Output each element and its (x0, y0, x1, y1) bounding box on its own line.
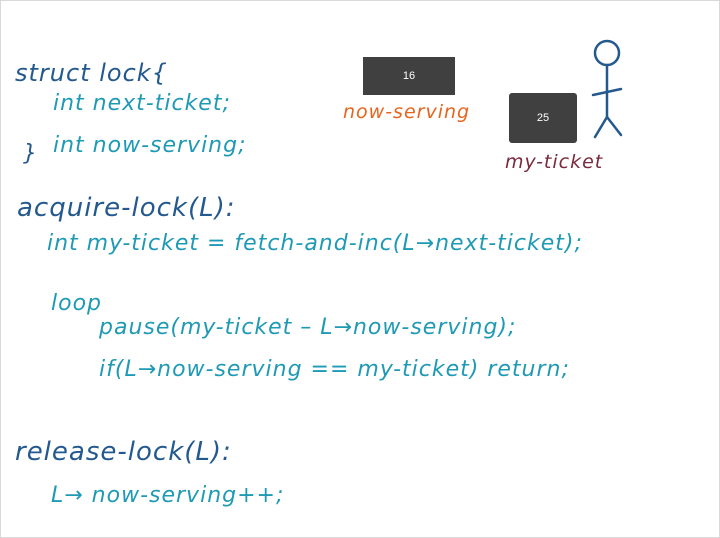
my-ticket-label: my-ticket (505, 151, 604, 173)
struct-close-brace: } (23, 141, 38, 166)
release-lock-header: release-lock(L): (15, 437, 232, 467)
my-ticket-value: 25 (536, 112, 550, 124)
my-ticket-box: 25 (509, 93, 577, 143)
if-return-line: if(L→now-serving == my-ticket) return; (99, 357, 570, 382)
struct-header: struct lock{ (15, 59, 168, 87)
field-next-ticket: int next-ticket; (53, 91, 231, 116)
field-now-serving: int now-serving; (53, 133, 247, 158)
stick-figure-icon (591, 39, 623, 139)
loop-keyword: loop (51, 291, 102, 316)
acquire-lock-header: acquire-lock(L): (17, 193, 236, 223)
pause-line: pause(my-ticket – L→now-serving); (99, 315, 517, 340)
now-serving-label: now-serving (343, 101, 471, 123)
acquire-lock-body: int my-ticket = fetch-and-inc(L→next-tic… (47, 231, 583, 256)
now-serving-value: 16 (402, 70, 416, 82)
now-serving-box: 16 (363, 57, 455, 95)
release-lock-body: L→ now-serving++; (51, 483, 285, 508)
